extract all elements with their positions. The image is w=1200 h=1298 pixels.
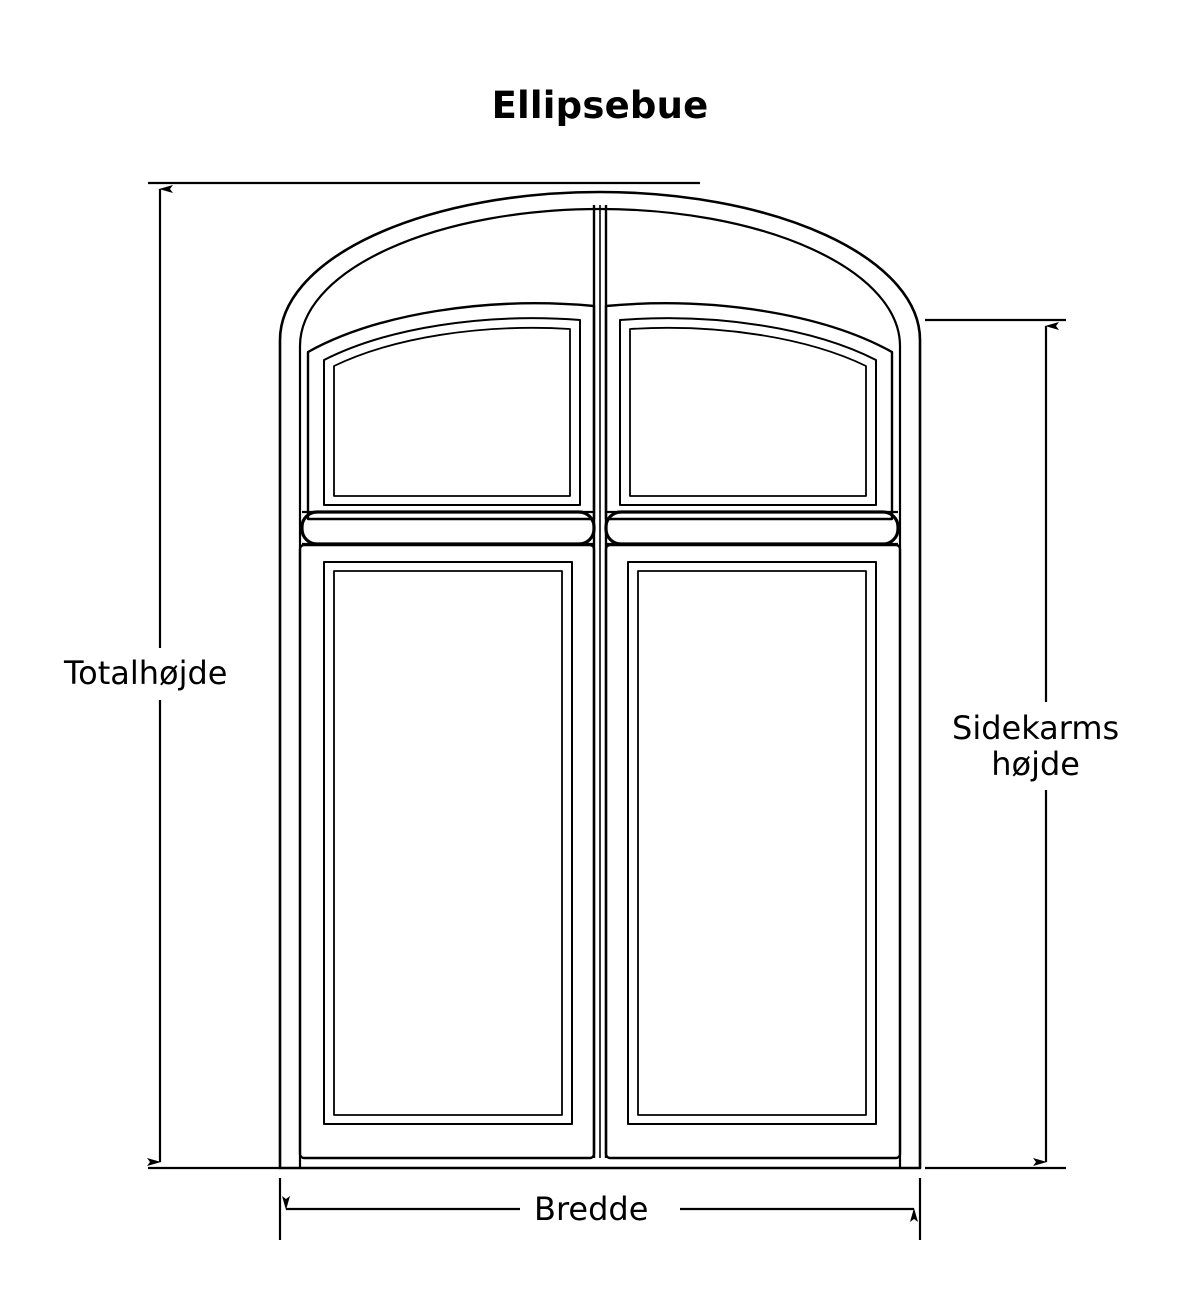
dimension-side-frame-height — [925, 318, 1066, 1170]
right-top-glass-edge — [629, 326, 867, 497]
left-top-sash-bead-outer — [323, 317, 581, 506]
dimension-label-width: Bredde — [524, 1189, 659, 1230]
dimension-label-total-height: Totalhøjde — [58, 651, 234, 696]
left-top-glass-edge — [333, 326, 571, 497]
right-top-sash-bead-outer — [619, 317, 877, 506]
sash-rect-left — [298, 543, 596, 1160]
transom-rail-left — [300, 510, 596, 546]
center-mullion — [592, 205, 608, 1158]
left-bottom-sash-outline — [298, 543, 596, 1160]
sash-arched-left — [306, 302, 596, 521]
left-bottom-glass-edge — [333, 570, 563, 1116]
side-height-label-line-2: højde — [991, 745, 1080, 784]
right-bottom-sash-bead-outer — [627, 561, 877, 1125]
page-title: Ellipsebue — [491, 84, 709, 127]
dimension-width — [278, 1178, 922, 1240]
outer-frame-outline — [278, 190, 922, 1170]
transom-rail-right — [604, 510, 900, 546]
right-top-sash-outline — [604, 302, 894, 521]
sash-arched-right — [604, 302, 894, 521]
side-height-label-line-1: Sidekarms — [952, 709, 1120, 747]
left-bottom-sash-bead-outer — [323, 561, 573, 1125]
sash-rect-right — [604, 543, 902, 1160]
left-top-sash-outline — [306, 302, 596, 521]
right-bottom-sash-outline — [604, 543, 902, 1160]
dimension-total-height — [147, 181, 700, 1170]
dimension-label-side-frame-height: Sidekarms højde — [946, 705, 1126, 788]
right-bottom-glass-edge — [637, 570, 867, 1116]
